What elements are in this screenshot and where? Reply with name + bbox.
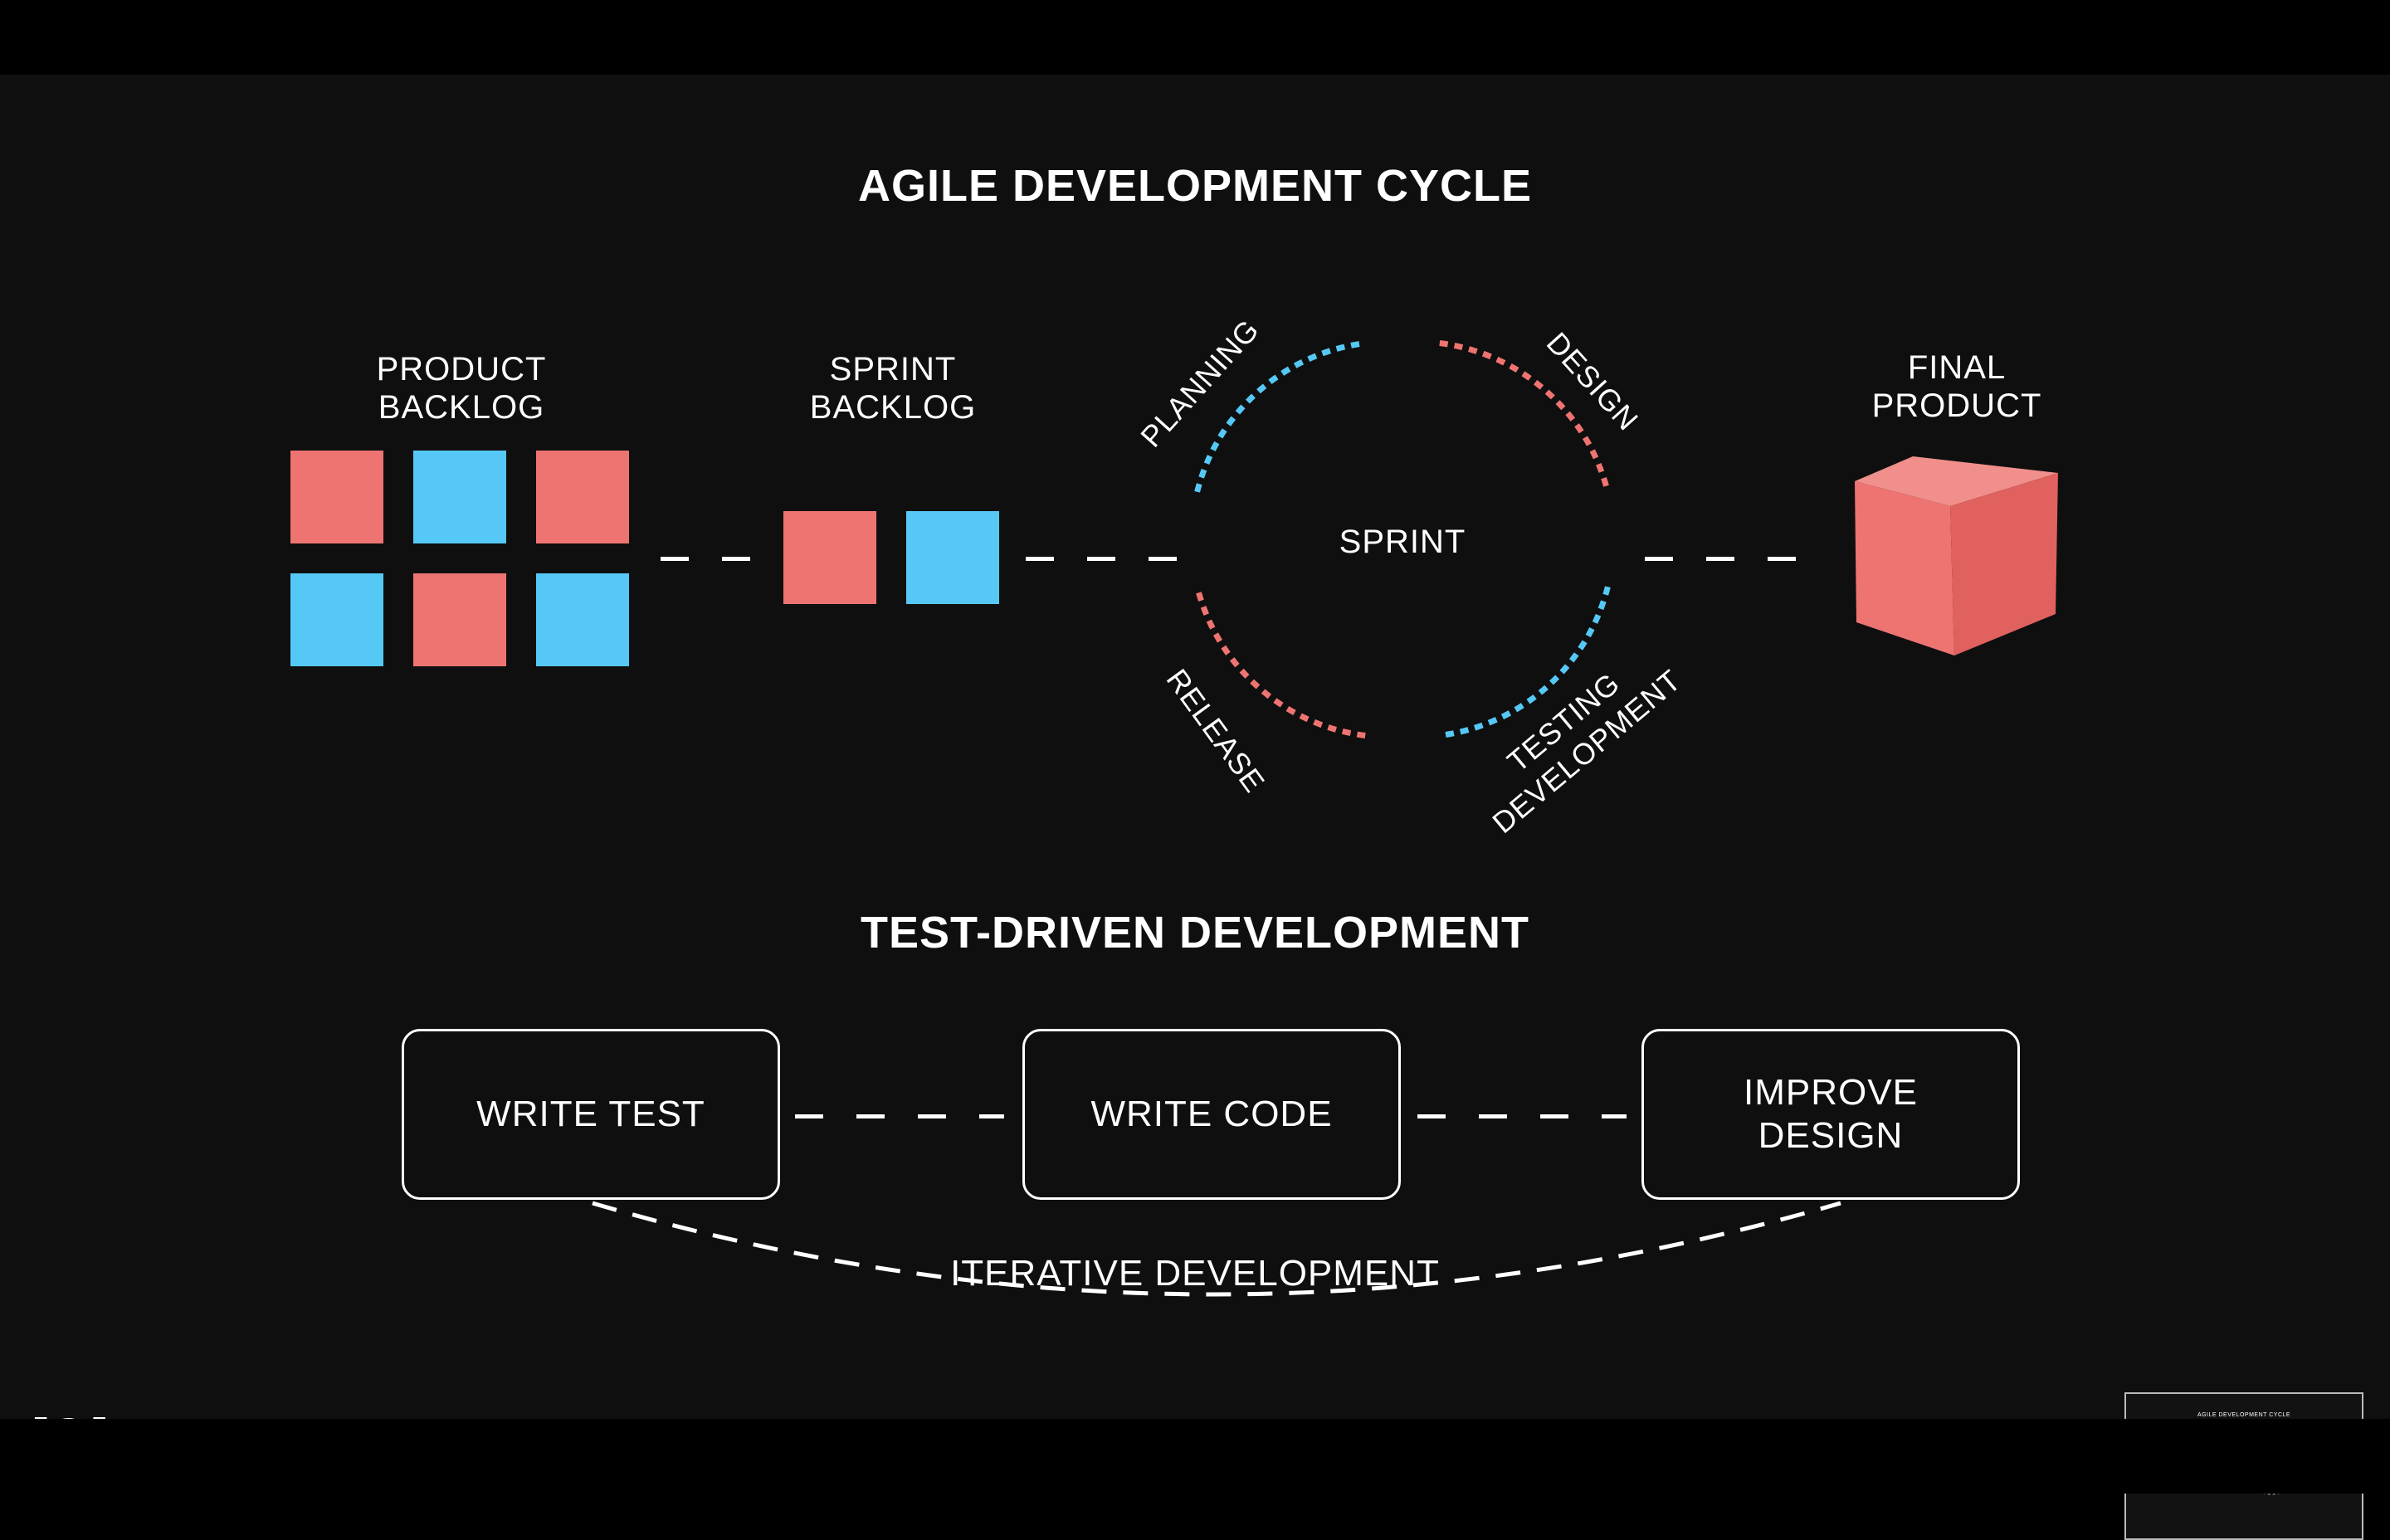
final-product-cube-icon	[1855, 456, 2058, 655]
backlog-item	[413, 451, 506, 543]
product-backlog-label-line1: PRODUCT	[376, 351, 547, 387]
letterbox-bottom	[0, 1419, 2390, 1494]
connector-dash	[795, 1114, 1004, 1118]
thumbnail-title: AGILE DEVELOPMENT CYCLE	[2197, 1412, 2291, 1418]
write-code-label: WRITE CODE	[1090, 1094, 1333, 1134]
testing-development-arc	[1439, 586, 1611, 738]
backlog-item	[413, 573, 506, 666]
sprint-center-label: SPRINT	[1339, 524, 1466, 560]
slide-canvas: AGILE DEVELOPMENT CYCLE PRODUCT BACKLOG …	[0, 75, 2390, 1540]
iterative-development-label: ITERATIVE DEVELOPMENT	[950, 1253, 1440, 1294]
connector-dash	[1645, 557, 1799, 561]
backlog-item	[290, 573, 383, 666]
improve-design-label-line1: IMPROVE	[1744, 1072, 1918, 1113]
write-test-box: WRITE TEST	[402, 1029, 780, 1200]
iterative-loop-arc	[592, 1201, 1841, 1297]
final-product-label-line1: FINAL	[1907, 349, 2007, 386]
design-arc	[1439, 340, 1611, 493]
sprint-backlog-label-line2: BACKLOG	[809, 389, 977, 426]
improve-design-box: IMPROVE DESIGN	[1641, 1029, 2020, 1200]
connector-dash	[1417, 1114, 1627, 1118]
backlog-item	[536, 573, 629, 666]
release-arc	[1194, 586, 1366, 738]
sprint-cycle: SPRINT PLANNING DESIGN RELEASE TESTING D…	[1134, 313, 1685, 841]
sprint-backlog-item	[906, 511, 999, 604]
final-product-label: FINAL PRODUCT	[1791, 348, 2123, 425]
final-product-label-line2: PRODUCT	[1871, 387, 2042, 424]
connector-dash	[1026, 557, 1180, 561]
product-backlog-label-line2: BACKLOG	[378, 389, 545, 426]
product-backlog-label: PRODUCT BACKLOG	[295, 350, 627, 426]
improve-design-label-line2: DESIGN	[1758, 1115, 1904, 1156]
sprint-backlog-label: SPRINT BACKLOG	[727, 350, 1059, 426]
planning-arc	[1194, 340, 1366, 493]
sprint-backlog-label-line1: SPRINT	[829, 351, 957, 387]
backlog-item	[290, 451, 383, 543]
write-test-label: WRITE TEST	[476, 1094, 705, 1134]
backlog-item	[536, 451, 629, 543]
letterbox-top	[0, 0, 2390, 75]
sprint-backlog-item	[783, 511, 876, 604]
tdd-title: TEST-DRIVEN DEVELOPMENT	[860, 908, 1530, 958]
improve-design-label: IMPROVE DESIGN	[1744, 1071, 1918, 1157]
agile-title: AGILE DEVELOPMENT CYCLE	[857, 161, 1533, 211]
write-code-box: WRITE CODE	[1022, 1029, 1401, 1200]
connector-dash	[661, 557, 754, 561]
